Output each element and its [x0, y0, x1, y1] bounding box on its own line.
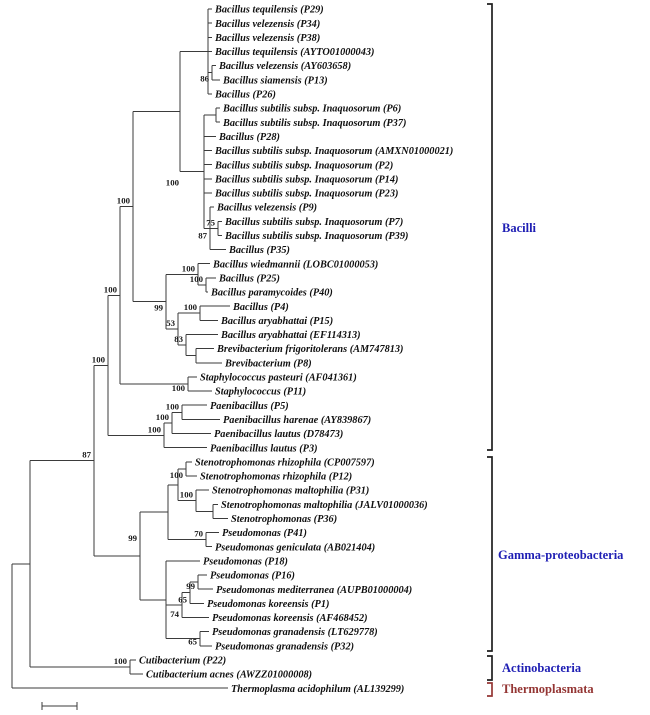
- taxon-label: Bacillus subtilis subsp. Inaquosorum (P2…: [214, 160, 393, 171]
- bootstrap-value: 74: [170, 609, 179, 619]
- bootstrap-value: 53: [166, 318, 175, 328]
- taxon-label: Bacillus subtilis subsp. Inaquosorum (P6…: [222, 104, 401, 115]
- taxon-label: Bacillus subtilis subsp. Inaquosorum (P2…: [214, 189, 398, 200]
- bootstrap-value: 99: [128, 533, 137, 543]
- bootstrap-value: 100: [166, 178, 180, 188]
- bootstrap-value: 100: [156, 412, 170, 422]
- taxon-label: Pseudomonas (P41): [222, 528, 307, 539]
- taxon-label: Bacillus velezensis (P9): [216, 203, 317, 214]
- taxa-labels: Bacillus tequilensis (P29) Bacillus velez…: [139, 5, 453, 695]
- taxon-label: Bacillus aryabhattai (EF114313): [220, 330, 361, 341]
- taxon-label: Bacillus (P4): [232, 302, 289, 313]
- taxon-label: Staphylococcus (P11): [215, 387, 306, 398]
- taxon-label: Stenotrophomonas (P36): [231, 514, 337, 525]
- bootstrap-value: 100: [190, 274, 204, 284]
- clade-bracket: [487, 3, 493, 451]
- bootstrap-values: 8675871001001001008353991001001001001001…: [82, 74, 215, 666]
- clade-bracket: [487, 655, 493, 681]
- taxon-label: Bacillus (P26): [214, 90, 276, 101]
- taxon-label: Pseudomonas (P18): [203, 556, 288, 567]
- bootstrap-value: 100: [184, 302, 198, 312]
- taxon-label: Stenotrophomonas maltophilia (P31): [212, 486, 369, 497]
- bootstrap-value: 86: [200, 74, 209, 84]
- taxon-label: Brevibacterium frigoritolerans (AM747813…: [216, 344, 404, 355]
- taxon-label: Pseudomonas granadensis (P32): [215, 641, 354, 652]
- taxon-label: Paenibacillus lautus (D78473): [214, 429, 343, 440]
- taxon-label: Brevibacterium (P8): [224, 358, 312, 369]
- bootstrap-value: 83: [174, 334, 183, 344]
- clade-label-bacilli: Bacilli: [502, 221, 537, 235]
- taxon-label: Pseudomonas geniculata (AB021404): [215, 542, 375, 553]
- taxon-label: Stenotrophomonas maltophilia (JALV010000…: [221, 500, 428, 511]
- taxon-label: Bacillus paramycoides (P40): [210, 288, 333, 299]
- clade-bracket: [487, 682, 493, 697]
- bootstrap-value: 100: [117, 196, 131, 206]
- bootstrap-value: 75: [206, 217, 215, 227]
- bootstrap-value: 100: [104, 284, 118, 294]
- taxon-label: Paenibacillus (P5): [210, 401, 289, 412]
- tree-branches: [11, 8, 230, 689]
- clade-label-actinobacteria: Actinobacteria: [502, 661, 582, 675]
- bootstrap-value: 65: [178, 595, 187, 605]
- taxon-label: Bacillus subtilis subsp. Inaquosorum (P1…: [214, 174, 398, 185]
- taxon-label: Bacillus (P28): [218, 132, 280, 143]
- bootstrap-value: 100: [180, 490, 194, 500]
- taxon-label: Bacillus tequilensis (AYTO01000043): [214, 47, 374, 58]
- taxon-label: Bacillus subtilis subsp. Inaquosorum (P3…: [222, 118, 406, 129]
- clade-labels: Bacilli Gamma-proteobacteria Actinobacte…: [498, 221, 624, 696]
- taxon-label: Pseudomonas koreensis (P1): [207, 599, 329, 610]
- bootstrap-value: 99: [186, 581, 195, 591]
- taxon-label: Cutibacterium (P22): [139, 656, 226, 667]
- taxon-label: Pseudomonas (P16): [210, 571, 295, 582]
- taxon-label: Thermoplasma acidophilum (AL139299): [231, 684, 404, 695]
- bootstrap-value: 100: [148, 424, 162, 434]
- taxon-label: Bacillus velezensis (P34): [214, 19, 320, 30]
- taxon-label: Paenibacillus harenae (AY839867): [223, 415, 371, 426]
- bootstrap-value: 87: [198, 230, 207, 240]
- clade-label-gamma-proteobacteria: Gamma-proteobacteria: [498, 548, 624, 562]
- clade-brackets: [487, 3, 493, 697]
- bootstrap-value: 100: [114, 656, 128, 666]
- scale-bar: [41, 702, 78, 710]
- bootstrap-value: 100: [166, 401, 180, 411]
- taxon-label: Stenotrophomonas rhizophila (CP007597): [195, 457, 375, 468]
- taxon-label: Bacillus (P35): [228, 245, 290, 256]
- taxon-label: Cutibacterium acnes (AWZZ01000008): [146, 670, 312, 681]
- taxon-label: Pseudomonas granadensis (LT629778): [212, 627, 378, 638]
- taxon-label: Bacillus siamensis (P13): [222, 75, 328, 86]
- taxon-label: Bacillus velezensis (AY603658): [218, 61, 351, 72]
- bootstrap-value: 100: [172, 383, 186, 393]
- bootstrap-value: 99: [154, 303, 163, 313]
- taxon-label: Stenotrophomonas rhizophila (P12): [200, 472, 352, 483]
- taxon-label: Pseudomonas mediterranea (AUPB01000004): [216, 585, 412, 596]
- taxon-label: Bacillus aryabhattai (P15): [220, 316, 333, 327]
- taxon-label: Paenibacillus lautus (P3): [210, 443, 318, 454]
- clade-label-thermoplasmata: Thermoplasmata: [502, 682, 594, 696]
- clade-bracket: [487, 456, 493, 652]
- taxon-label: Bacillus velezensis (P38): [214, 33, 320, 44]
- bootstrap-value: 87: [82, 450, 91, 460]
- bootstrap-value: 100: [170, 470, 184, 480]
- taxon-label: Bacillus subtilis subsp. Inaquosorum (P3…: [224, 231, 408, 242]
- bootstrap-value: 70: [194, 529, 203, 539]
- taxon-label: Bacillus tequilensis (P29): [214, 5, 324, 16]
- bootstrap-value: 100: [92, 354, 106, 364]
- taxon-label: Pseudomonas koreensis (AF468452): [212, 613, 368, 624]
- taxon-label: Bacillus subtilis subsp. Inaquosorum (AM…: [214, 146, 453, 157]
- bootstrap-value: 65: [188, 637, 197, 647]
- taxon-label: Staphylococcus pasteuri (AF041361): [200, 373, 357, 384]
- taxon-label: Bacillus wiedmannii (LOBC01000053): [212, 259, 378, 270]
- bootstrap-value: 100: [182, 263, 196, 273]
- taxon-label: Bacillus subtilis subsp. Inaquosorum (P7…: [224, 217, 403, 228]
- taxon-label: Bacillus (P25): [218, 273, 280, 284]
